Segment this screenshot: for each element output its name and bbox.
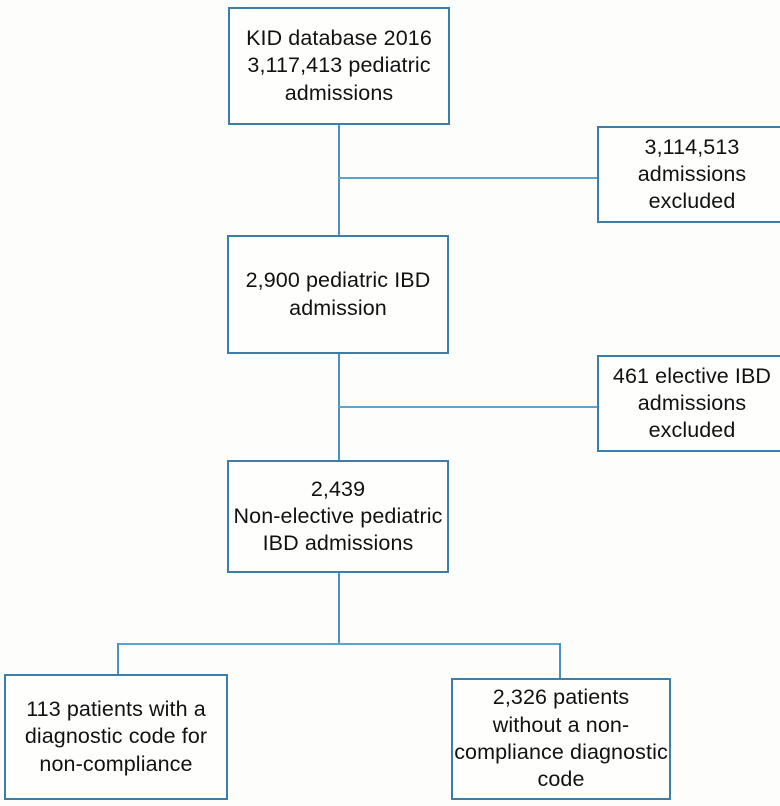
node-with-code-label: 113 patients with a diagnostic code for … [24, 697, 208, 776]
connector-split-to-with-code [117, 643, 119, 676]
node-cohort-total: KID database 2016 3,117,413 pediatric ad… [228, 7, 450, 125]
node-excluded-all-label: 3,114,513 admissions excluded [637, 134, 747, 214]
node-ibd-admissions: 2,900 pediatric IBD admission [227, 235, 449, 354]
connector-split-to-without-code [559, 643, 561, 679]
connector-ibd-admissions-to-excluded-elective [338, 406, 598, 408]
node-with-code: 113 patients with a diagnostic code for … [4, 674, 228, 800]
node-cohort-total-label: KID database 2016 3,117,413 pediatric ad… [246, 26, 432, 105]
connector-cohort-total-to-excluded-all [338, 177, 598, 179]
node-excluded-all: 3,114,513 admissions excluded [597, 126, 780, 223]
node-excluded-elective: 461 elective IBD admissions excluded [597, 355, 780, 452]
node-nonelective-label: 2,439 Non-elective pediatric IBD admissi… [233, 476, 443, 556]
connector-split-bar [117, 643, 561, 645]
node-ibd-admissions-label: 2,900 pediatric IBD admission [245, 268, 431, 320]
node-nonelective: 2,439 Non-elective pediatric IBD admissi… [227, 460, 449, 573]
connector-cohort-total-to-ibd-admissions [338, 124, 340, 236]
connector-nonelective-to-split [338, 572, 340, 644]
node-excluded-elective-label: 461 elective IBD admissions excluded [612, 363, 772, 443]
node-without-code-label: 2,326 patients without a non- compliance… [454, 685, 668, 792]
node-without-code: 2,326 patients without a non- compliance… [451, 678, 671, 800]
